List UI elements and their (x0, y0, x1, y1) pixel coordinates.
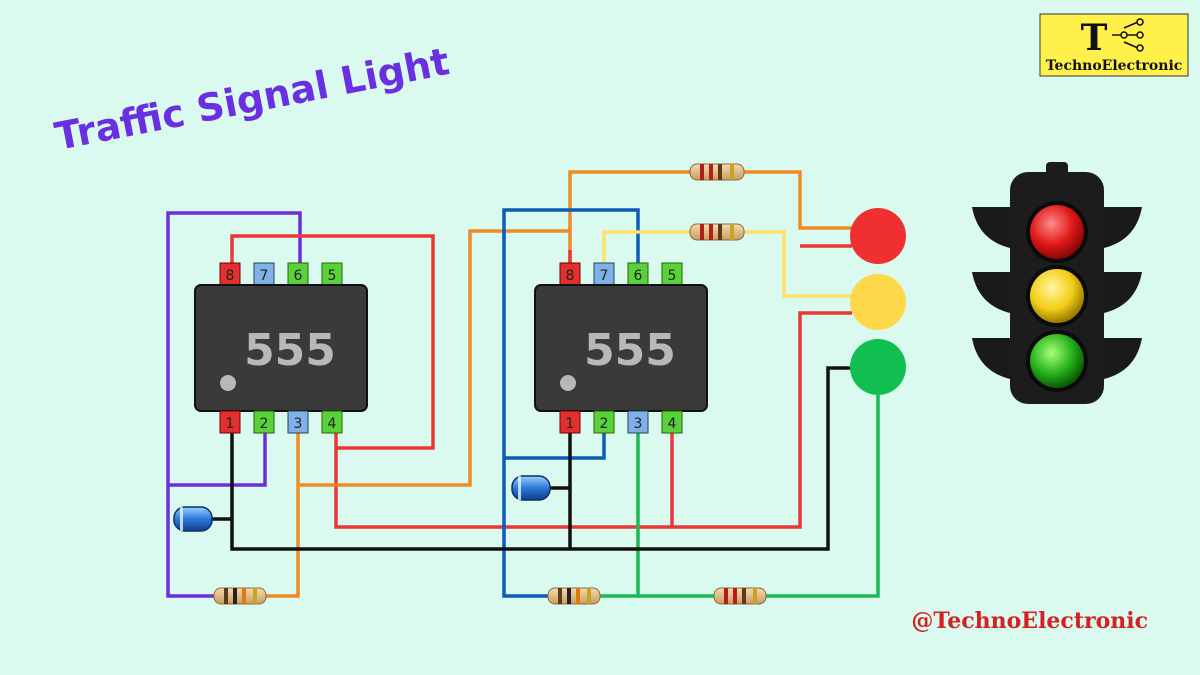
chip-1-top-pins: 8 7 6 5 (219, 262, 343, 286)
chip-2-label: 555 (584, 325, 676, 376)
chip-2-pin-6: 6 (634, 268, 643, 284)
wire-orange-top (568, 170, 690, 268)
resistor-bottom-2 (547, 587, 601, 605)
wire-black-chip1 (230, 366, 852, 551)
resistor-bottom-3 (713, 587, 767, 605)
capacitor-1 (173, 506, 213, 532)
resistor-bottom-1 (213, 587, 267, 605)
chip-2-pin-3: 3 (634, 416, 643, 432)
chip-2-top-pins: 8 7 6 5 (559, 262, 683, 286)
traffic-light-icon (972, 162, 1142, 404)
chip-2-pin-8: 8 (566, 268, 575, 284)
wire-yellow (602, 230, 690, 268)
logo-text: TechnoElectronic (1046, 58, 1183, 74)
chip-1-pin-3: 3 (294, 416, 303, 432)
yellow-led (850, 274, 906, 330)
chip-1-pin-2: 2 (260, 416, 269, 432)
chip-1-pin-7: 7 (260, 268, 269, 284)
chip-2-body (534, 284, 708, 412)
chip-1-bottom-pins: 1 2 3 4 (219, 410, 343, 434)
wires (166, 170, 880, 598)
ic-555-chip-1: 8 7 6 5 555 1 2 3 4 (194, 262, 368, 434)
red-led (850, 208, 906, 264)
wire-orange-chip1 (266, 432, 300, 598)
wire-purple (166, 211, 302, 598)
chip-1-body (194, 284, 368, 412)
brand-logo: T TechnoElectronic (1039, 13, 1189, 77)
chip-2-bottom-pins: 1 2 3 4 (559, 410, 683, 434)
capacitor-2 (511, 475, 551, 501)
wire-red-chip1-top (230, 234, 435, 450)
chip-1-dot (220, 375, 236, 391)
chip-2-dot (560, 375, 576, 391)
chip-1-pin-6: 6 (294, 268, 303, 284)
chip-1-pin-8: 8 (226, 268, 235, 284)
watermark-text: @TechnoElectronic (911, 608, 1148, 634)
chip-2-pin-1: 1 (566, 416, 575, 432)
chip-2-pin-7: 7 (600, 268, 609, 284)
resistor-top-2 (689, 223, 745, 241)
chip-1-label: 555 (244, 325, 336, 376)
wire-purple-pin2 (168, 432, 267, 487)
chip-1-pin-1: 1 (226, 416, 235, 432)
wire-red-chip1-bottom (334, 311, 852, 529)
circuit-node-icon (1112, 18, 1144, 52)
diagram-title: Traffic Signal Light (51, 39, 453, 159)
green-led (850, 339, 906, 395)
chip-1-pin-5: 5 (328, 268, 337, 284)
wire-yellow-led (744, 230, 852, 298)
logo-letter: T (1081, 17, 1108, 59)
wire-blue-chip2 (502, 208, 640, 598)
resistor-top-1 (689, 163, 745, 181)
wire-orange-cross (298, 229, 570, 487)
wire-orange-red-led (744, 170, 852, 230)
chip-2-pin-4: 4 (668, 416, 677, 432)
chip-1-pin-4: 4 (328, 416, 337, 432)
wire-blue-pin2 (504, 432, 606, 460)
wire-green-led (766, 392, 880, 598)
chip-2-pin-5: 5 (668, 268, 677, 284)
chip-2-pin-2: 2 (600, 416, 609, 432)
ic-555-chip-2: 8 7 6 5 555 1 2 3 4 (534, 262, 708, 434)
